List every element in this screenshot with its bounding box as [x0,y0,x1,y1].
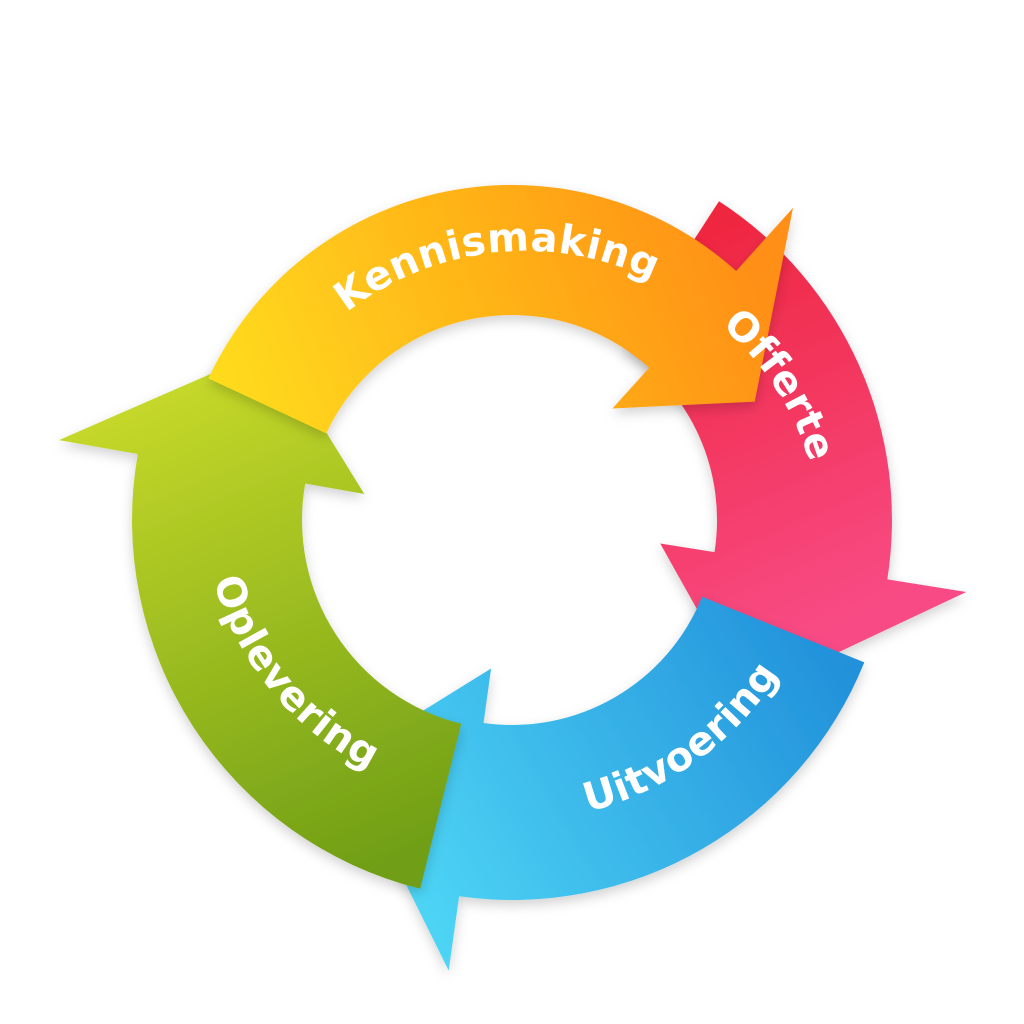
cycle-arrows [59,184,967,971]
arrow-kennismaking [208,184,793,434]
arrow-uitvoering [344,596,865,971]
arrow-oplevering [59,346,462,889]
